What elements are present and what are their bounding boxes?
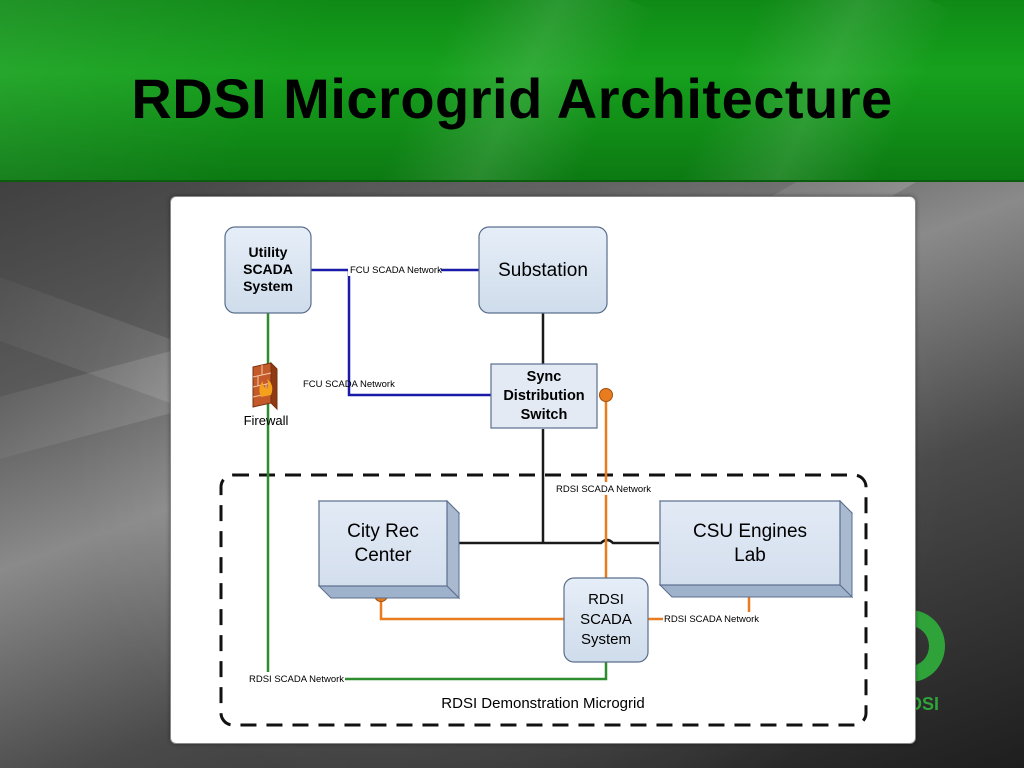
firewall-icon	[252, 361, 278, 411]
svg-text:Distribution: Distribution	[503, 388, 584, 404]
svg-text:System: System	[581, 631, 631, 648]
utility-scada-node: Utility SCADA System	[224, 226, 312, 314]
utility-link	[266, 313, 608, 681]
svg-text:SCADA: SCADA	[243, 261, 293, 277]
svg-text:Substation: Substation	[498, 260, 588, 281]
substation-node: Substation	[478, 226, 608, 314]
svg-text:Switch: Switch	[521, 407, 568, 423]
rdsi-scada-system-node: RDSI SCADA System	[563, 577, 649, 663]
city-rec-center-node: City Rec Center	[317, 499, 461, 600]
svg-text:Utility: Utility	[249, 244, 288, 260]
svg-text:SCADA: SCADA	[580, 611, 632, 628]
rdsi-network-label-vertical: RDSI SCADA Network	[556, 484, 651, 495]
rdsi-network-label-bottom: RDSI SCADA Network	[249, 674, 344, 685]
fcu-network-label-left: FCU SCADA Network	[303, 379, 395, 390]
csu-engines-lab-node: CSU Engines Lab	[658, 499, 854, 599]
slide-header: RDSI Microgrid Architecture	[0, 0, 1024, 182]
firewall-label: Firewall	[244, 413, 289, 428]
svg-text:City Rec: City Rec	[347, 521, 419, 542]
fcu-network-label-top: FCU SCADA Network	[350, 265, 442, 276]
svg-text:Sync: Sync	[527, 369, 562, 385]
svg-text:Lab: Lab	[734, 545, 766, 566]
svg-text:System: System	[243, 278, 293, 294]
svg-text:RDSI: RDSI	[588, 591, 624, 608]
microgrid-label: RDSI Demonstration Microgrid	[441, 695, 644, 712]
fcu-network-links	[311, 268, 491, 397]
sync-distribution-switch-node: Sync Distribution Switch	[490, 363, 598, 429]
slide-title: RDSI Microgrid Architecture	[131, 67, 893, 130]
architecture-diagram: Utility SCADA System Substation Sync Dis…	[219, 226, 868, 727]
svg-text:Center: Center	[354, 545, 412, 566]
svg-text:CSU Engines: CSU Engines	[693, 521, 807, 542]
rdsi-network-label-right: RDSI SCADA Network	[664, 614, 759, 625]
diagram-panel: Utility SCADA System Substation Sync Dis…	[170, 196, 916, 744]
